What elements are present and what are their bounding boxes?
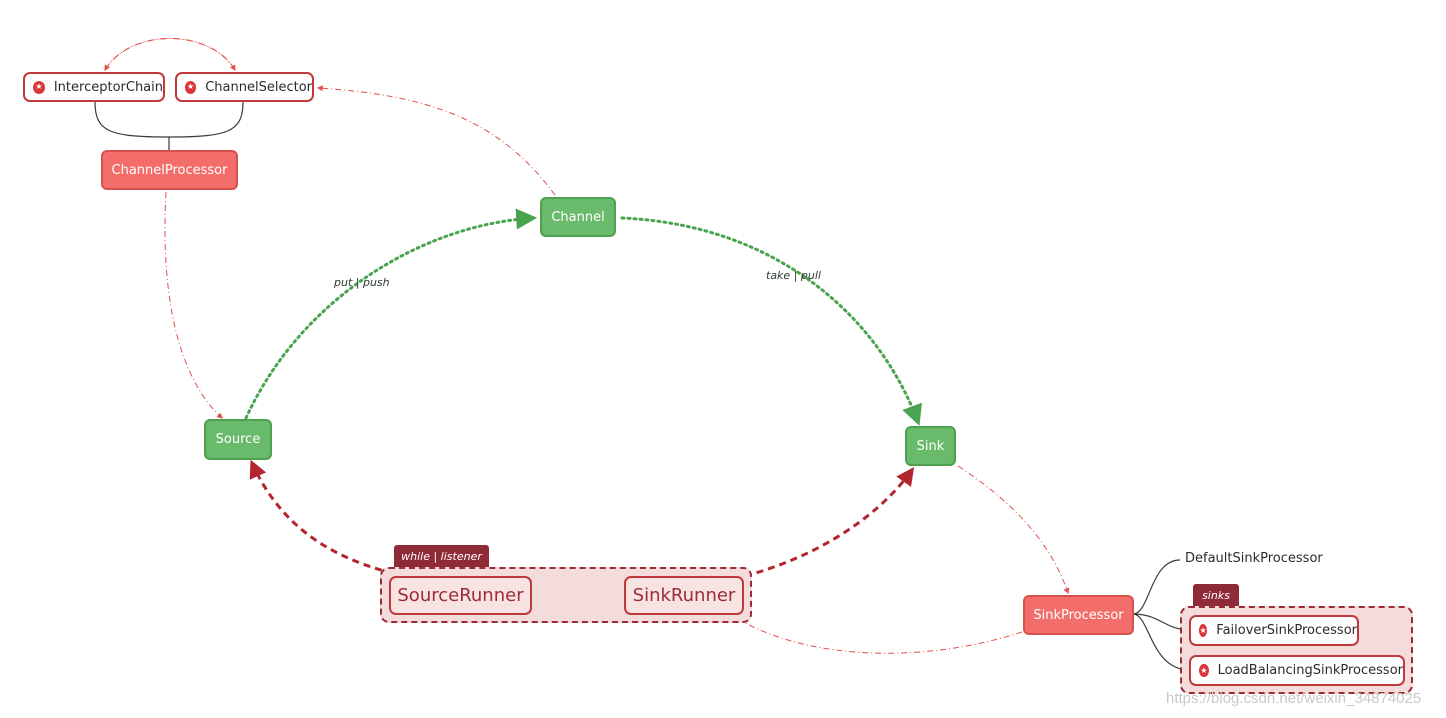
- relation-arrow-processor-source: [164, 191, 223, 419]
- star-badge-icon: ★: [33, 80, 45, 94]
- interceptor-chain-node[interactable]: ★ InterceptorChain: [23, 72, 165, 102]
- channel-selector-node[interactable]: ★ ChannelSelector: [175, 72, 314, 102]
- runner-arrow-to-source: [249, 459, 406, 578]
- source-runner-node[interactable]: SourceRunner: [389, 576, 532, 615]
- tree-connector-loadbalancing: [1132, 613, 1191, 671]
- watermark-text: https://blog.csdn.net/weixin_34874025: [1166, 690, 1422, 707]
- star-badge-icon: ★: [1199, 624, 1208, 637]
- sink-processor-label: SinkProcessor: [1033, 607, 1124, 623]
- failover-sink-processor-label: FailoverSinkProcessor: [1216, 623, 1357, 638]
- tree-connector-selector: [168, 101, 244, 138]
- relation-arrow-sinkprocessor-sinkrunner: [728, 613, 1023, 654]
- while-listener-tag: while | listener: [394, 545, 489, 567]
- sink-node[interactable]: Sink: [905, 426, 956, 466]
- load-balancing-sink-processor-node[interactable]: ★ LoadBalancingSinkProcessor: [1189, 655, 1405, 686]
- channel-processor-node[interactable]: ChannelProcessor: [101, 150, 238, 190]
- relation-arrow-selector-interceptor: [104, 38, 236, 72]
- source-node[interactable]: Source: [204, 419, 272, 460]
- relation-arrow-interceptor-selector: [104, 38, 236, 72]
- take-pull-label: take | pull: [766, 269, 821, 282]
- source-runner-label: SourceRunner: [397, 585, 524, 606]
- channel-node[interactable]: Channel: [540, 197, 616, 237]
- star-badge-icon: ★: [1199, 664, 1209, 677]
- channel-selector-label: ChannelSelector: [205, 79, 312, 95]
- load-balancing-sink-processor-label: LoadBalancingSinkProcessor: [1217, 663, 1403, 678]
- failover-sink-processor-node[interactable]: ★ FailoverSinkProcessor: [1189, 615, 1359, 646]
- default-sink-processor-label[interactable]: DefaultSinkProcessor: [1185, 551, 1323, 566]
- flow-arrow-source-to-channel: [244, 208, 538, 420]
- put-push-label: put | push: [334, 276, 390, 289]
- tree-connector-interceptor: [94, 101, 170, 138]
- flow-arrow-channel-to-sink: [620, 216, 922, 426]
- sink-processor-node[interactable]: SinkProcessor: [1023, 595, 1134, 635]
- relation-arrow-sink-sinkprocessor: [957, 465, 1070, 595]
- relation-arrow-channel-selector: [316, 85, 556, 196]
- channel-label: Channel: [551, 209, 605, 225]
- source-label: Source: [215, 432, 261, 447]
- sink-label: Sink: [916, 438, 945, 454]
- interceptor-chain-label: InterceptorChain: [53, 79, 163, 95]
- runner-arrow-to-sink: [744, 467, 915, 578]
- sinks-tag: sinks: [1193, 584, 1239, 606]
- sink-runner-node[interactable]: SinkRunner: [624, 576, 744, 615]
- sink-runner-label: SinkRunner: [632, 585, 736, 606]
- channel-processor-label: ChannelProcessor: [111, 162, 228, 178]
- star-badge-icon: ★: [185, 80, 197, 94]
- tree-connector-default: [1132, 559, 1181, 615]
